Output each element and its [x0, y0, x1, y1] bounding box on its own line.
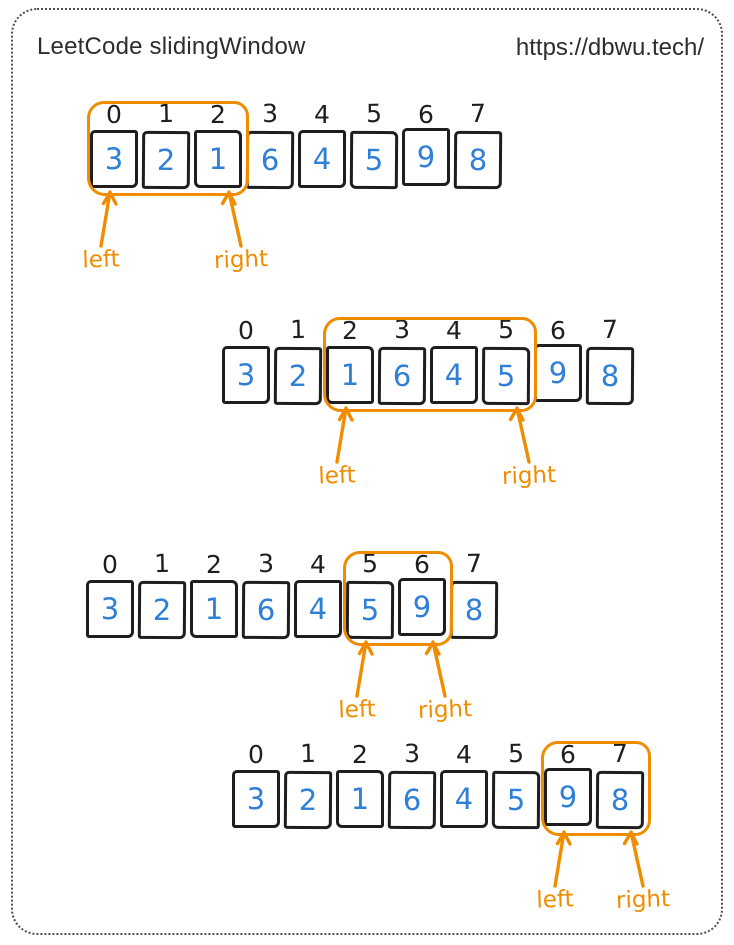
index-label-2: 2 [206, 550, 222, 579]
page-title: LeetCode slidingWindow [37, 33, 306, 60]
index-label-5: 5 [507, 738, 525, 769]
array-cell-4: 4 [294, 580, 342, 638]
array-cell-6: 9 [544, 768, 592, 826]
window-outline [323, 317, 537, 412]
index-label-6: 6 [550, 316, 566, 345]
array-cell-3: 6 [241, 580, 291, 640]
index-label-6: 6 [418, 100, 434, 129]
array-cell-3: 6 [387, 770, 437, 830]
pointer-arrows [99, 190, 243, 248]
pointer-arrows [355, 640, 447, 698]
right-arrow-icon [424, 640, 447, 698]
index-label-2: 2 [342, 316, 358, 345]
index-label-0: 0 [106, 100, 122, 129]
index-label-0: 0 [102, 550, 118, 579]
array-cell-1: 2 [137, 580, 187, 640]
left-arrow-icon [553, 830, 572, 888]
index-label-0: 0 [238, 316, 254, 345]
right-arrow-icon [508, 406, 531, 464]
index-label-2: 2 [210, 100, 226, 129]
left-arrow-icon [335, 406, 354, 464]
array-cell-1: 2 [283, 770, 333, 830]
index-label-0: 0 [248, 740, 264, 769]
left-arrow-icon [355, 640, 374, 698]
array-cell-4: 4 [430, 346, 478, 404]
index-label-4: 4 [456, 740, 472, 769]
index-label-1: 1 [153, 548, 171, 579]
array-cell-4: 4 [298, 130, 346, 188]
array-cell-2: 1 [190, 580, 238, 638]
index-label-7: 7 [601, 314, 619, 345]
source-url: https://dbwu.tech/ [515, 34, 704, 61]
array-cell-7: 8 [585, 346, 635, 406]
array-cell-7: 8 [453, 130, 503, 190]
array-cell-1: 2 [273, 346, 323, 406]
right-arrow-icon [622, 830, 645, 888]
array-cell-4: 4 [440, 770, 488, 828]
array-cell-0: 3 [86, 580, 134, 638]
index-label-1: 1 [299, 738, 317, 769]
window-outline [343, 551, 453, 646]
index-label-5: 5 [365, 98, 383, 129]
array-cell-5: 5 [349, 130, 399, 190]
index-label-4: 4 [446, 316, 462, 345]
index-label-7: 7 [465, 548, 483, 579]
array-cell-5: 5 [491, 770, 541, 830]
array-cell-6: 9 [398, 578, 446, 636]
pointer-arrows [335, 406, 531, 464]
window-outline [541, 741, 651, 836]
index-label-1: 1 [289, 314, 307, 345]
array-cell-0: 3 [222, 346, 270, 404]
index-label-4: 4 [314, 100, 330, 129]
pointer-arrows [553, 830, 645, 888]
array-cell-2: 1 [336, 770, 384, 828]
window-outline [87, 101, 249, 196]
right-arrow-icon [220, 190, 243, 248]
index-label-7: 7 [469, 98, 487, 129]
left-arrow-icon [99, 190, 118, 248]
array-cell-7: 8 [449, 580, 499, 640]
index-label-3: 3 [261, 98, 279, 129]
index-label-6: 6 [560, 740, 576, 769]
index-label-3: 3 [403, 738, 421, 769]
index-label-3: 3 [257, 548, 275, 579]
array-cell-6: 9 [402, 128, 450, 186]
array-cell-0: 3 [232, 770, 280, 828]
array-cell-3: 6 [245, 130, 295, 190]
index-label-4: 4 [310, 550, 326, 579]
index-label-6: 6 [414, 550, 430, 579]
array-cell-6: 9 [534, 344, 582, 402]
index-label-2: 2 [352, 740, 368, 769]
